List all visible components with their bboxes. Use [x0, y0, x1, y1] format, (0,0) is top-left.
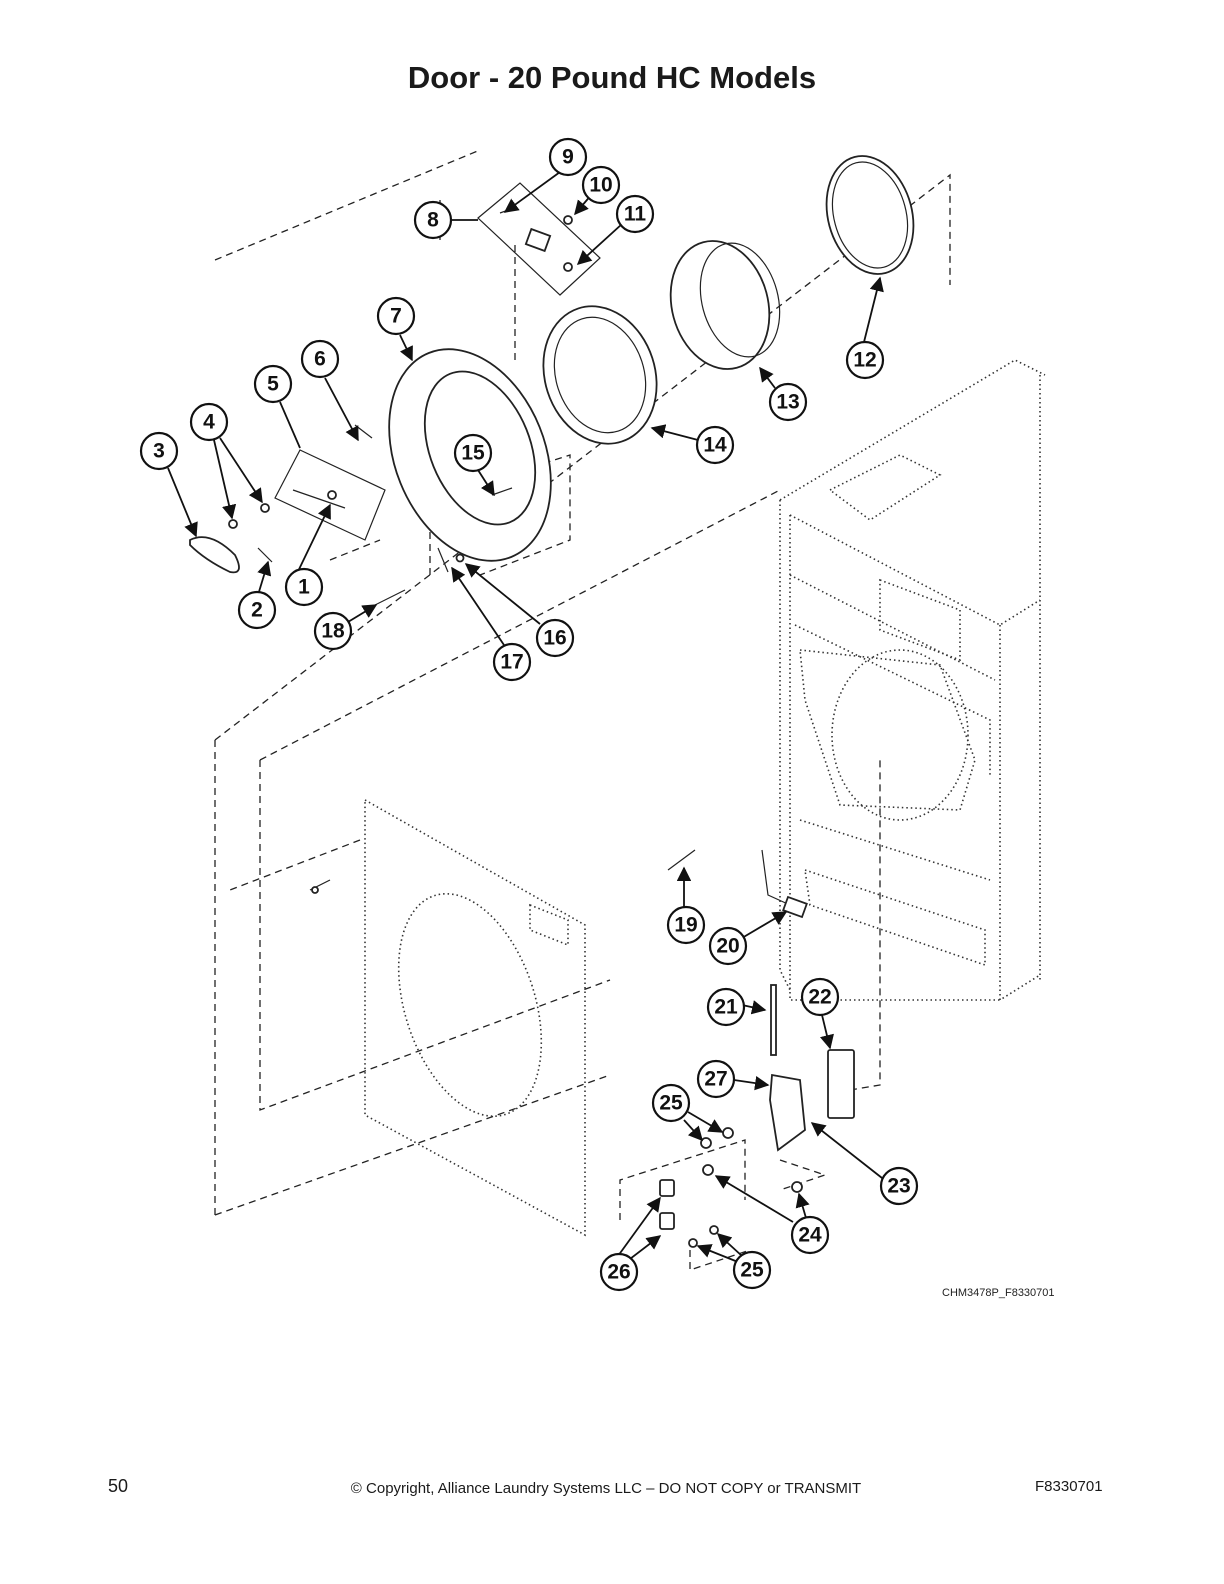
door-gasket	[542, 305, 658, 445]
svg-text:7: 7	[390, 305, 402, 328]
callout-21: 21	[706, 987, 746, 1027]
figure-reference: CHM3478P_F8330701	[942, 1287, 1055, 1299]
svg-text:24: 24	[798, 1224, 822, 1247]
callout-17: 17	[492, 642, 532, 682]
callout-5: 5	[253, 364, 293, 404]
callout-9: 9	[548, 137, 588, 177]
callout-1: 1	[284, 567, 324, 607]
callout-3: 3	[139, 431, 179, 471]
svg-text:17: 17	[500, 651, 523, 674]
machine-cabinet	[779, 359, 1046, 1002]
svg-text:20: 20	[716, 935, 739, 958]
callout-7: 7	[376, 296, 416, 336]
page-number: 50	[108, 1476, 129, 1496]
callout-13: 13	[768, 382, 808, 422]
callout-12: 12	[845, 340, 885, 380]
svg-text:14: 14	[703, 434, 727, 457]
svg-text:16: 16	[543, 627, 566, 650]
callout-15: 15	[453, 433, 493, 473]
callout-27: 27	[696, 1059, 736, 1099]
callout-8: 8	[413, 200, 453, 240]
handle-group	[189, 424, 386, 574]
callout-6: 6	[300, 339, 340, 379]
svg-text:25: 25	[740, 1259, 764, 1282]
lock-assembly-parts	[659, 849, 855, 1248]
callout-25-upper: 25	[651, 1083, 691, 1123]
callout-2: 2	[237, 590, 277, 630]
copyright-notice: © Copyright, Alliance Laundry Systems LL…	[350, 1480, 862, 1497]
svg-text:23: 23	[887, 1175, 910, 1198]
svg-text:15: 15	[461, 442, 485, 465]
callout-25-lower: 25	[732, 1250, 772, 1290]
svg-text:5: 5	[267, 373, 279, 396]
svg-text:3: 3	[153, 440, 165, 463]
svg-text:27: 27	[704, 1068, 727, 1091]
callout-26: 26	[599, 1252, 639, 1292]
svg-text:18: 18	[321, 620, 345, 643]
door-glass	[669, 240, 781, 370]
hinge-bracket-group	[477, 182, 601, 296]
glass-ring	[825, 155, 915, 275]
svg-text:12: 12	[853, 349, 876, 372]
svg-text:10: 10	[589, 174, 612, 197]
callout-20: 20	[708, 926, 748, 966]
svg-text:8: 8	[427, 209, 439, 232]
callout-18: 18	[313, 611, 353, 651]
callout-11: 11	[615, 194, 655, 234]
svg-text:13: 13	[776, 391, 799, 414]
callout-16: 16	[535, 618, 575, 658]
svg-text:19: 19	[674, 914, 697, 937]
callout-19: 19	[666, 905, 706, 945]
svg-text:9: 9	[562, 146, 574, 169]
svg-text:11: 11	[624, 203, 647, 226]
page-title: Door - 20 Pound HC Models	[407, 60, 817, 95]
svg-text:22: 22	[808, 986, 831, 1009]
callout-22: 22	[800, 977, 840, 1017]
svg-text:2: 2	[251, 599, 263, 622]
callout-4: 4	[189, 402, 229, 442]
svg-text:25: 25	[659, 1092, 683, 1115]
callout-24: 24	[790, 1215, 830, 1255]
svg-text:4: 4	[203, 411, 215, 434]
callout-10: 10	[581, 165, 621, 205]
callout-23: 23	[879, 1166, 919, 1206]
svg-text:6: 6	[314, 348, 326, 371]
front-panel	[309, 798, 586, 1237]
svg-text:1: 1	[298, 576, 310, 599]
document-code: F8330701	[1035, 1478, 1103, 1495]
svg-text:21: 21	[714, 996, 738, 1019]
svg-text:26: 26	[607, 1261, 630, 1284]
callout-14: 14	[695, 425, 735, 465]
